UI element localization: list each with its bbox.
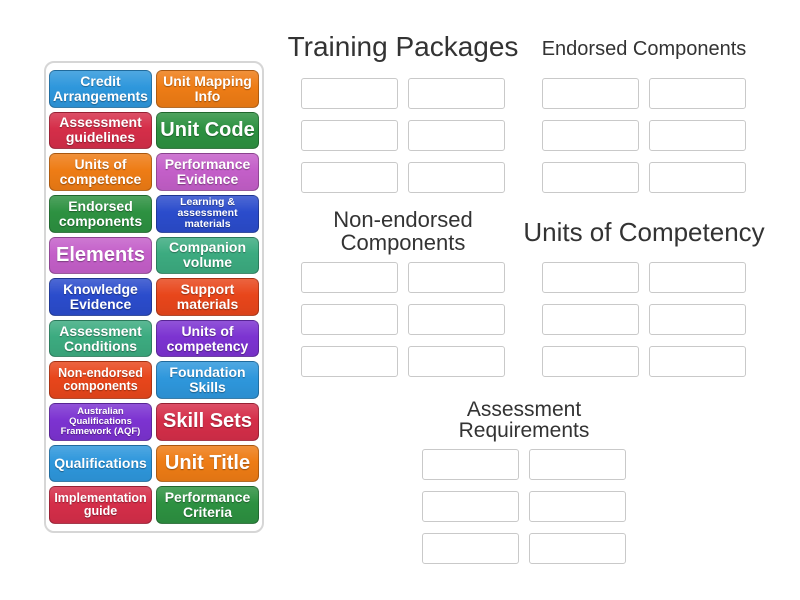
tile-unit-mapping-info[interactable]: Unit Mapping Info bbox=[156, 70, 259, 108]
group-title-non-endorsed-components: Non-endorsed Components bbox=[333, 207, 473, 255]
tile-label: Non-endorsed components bbox=[58, 365, 143, 394]
group-title-assessment-requirements: Assessment Requirements bbox=[458, 398, 590, 442]
group-units-of-competency: Units of Competency bbox=[523, 217, 765, 377]
drop-slot[interactable] bbox=[649, 346, 746, 377]
group-title-endorsed-components: Endorsed Components bbox=[541, 38, 747, 60]
tile-label: Foundation Skills bbox=[169, 364, 246, 396]
tile-support-materials[interactable]: Support materials bbox=[156, 278, 259, 316]
drop-slot[interactable] bbox=[408, 120, 505, 151]
drop-slot[interactable] bbox=[422, 449, 519, 480]
tile-unit-title[interactable]: Unit Title bbox=[156, 444, 259, 483]
drop-slot[interactable] bbox=[542, 346, 639, 377]
drop-slot[interactable] bbox=[542, 78, 639, 109]
tile-label: Units of competence bbox=[59, 155, 142, 188]
tile-assessment-guidelines[interactable]: Assessment guidelines bbox=[49, 111, 152, 150]
tile-label: Endorsed components bbox=[58, 197, 143, 229]
drop-slot[interactable] bbox=[529, 449, 626, 480]
word-bank-panel: Credit Arrangements Unit Mapping Info As… bbox=[44, 61, 264, 533]
group-assessment-requirements: Assessment Requirements bbox=[422, 399, 626, 564]
tile-label: Australian Qualifications Framework (AQF… bbox=[60, 405, 141, 438]
tile-label: Unit Mapping Info bbox=[163, 72, 252, 104]
drop-slot[interactable] bbox=[301, 120, 398, 151]
tile-label: Unit Code bbox=[160, 118, 255, 141]
tile-label: Implementation guide bbox=[54, 490, 147, 519]
group-non-endorsed-components: Non-endorsed Components bbox=[301, 208, 505, 377]
drop-slot[interactable] bbox=[542, 120, 639, 151]
drop-slot[interactable] bbox=[649, 304, 746, 335]
tile-label: Assessment guidelines bbox=[59, 114, 142, 146]
tile-units-of-competence[interactable]: Units of competence bbox=[49, 153, 152, 191]
tile-companion-volume[interactable]: Companion volume bbox=[156, 236, 259, 275]
tile-label: Learning & assessment materials bbox=[177, 195, 238, 231]
slot-grid bbox=[542, 262, 746, 377]
tile-label: Companion volume bbox=[169, 239, 246, 271]
group-endorsed-components: Endorsed Components bbox=[542, 38, 746, 193]
tile-skill-sets[interactable]: Skill Sets bbox=[156, 403, 259, 441]
group-title-units-of-competency: Units of Competency bbox=[523, 217, 765, 247]
drop-slot[interactable] bbox=[408, 346, 505, 377]
drop-slot[interactable] bbox=[422, 533, 519, 564]
tile-label: Qualifications bbox=[54, 454, 147, 471]
drop-slot[interactable] bbox=[529, 491, 626, 522]
tile-units-of-competency[interactable]: Units of competency bbox=[156, 319, 259, 358]
tile-endorsed-components[interactable]: Endorsed components bbox=[49, 194, 152, 233]
drop-slot[interactable] bbox=[408, 78, 505, 109]
tile-credit-arrangements[interactable]: Credit Arrangements bbox=[49, 70, 152, 108]
tile-australian-qualifications-framework-aqf[interactable]: Australian Qualifications Framework (AQF… bbox=[49, 403, 152, 441]
tile-elements[interactable]: Elements bbox=[49, 236, 152, 275]
group-title-training-packages: Training Packages bbox=[287, 31, 519, 62]
tile-label: Skill Sets bbox=[163, 410, 252, 433]
slot-grid bbox=[301, 262, 505, 377]
drop-slot[interactable] bbox=[301, 304, 398, 335]
tile-foundation-skills[interactable]: Foundation Skills bbox=[156, 361, 259, 400]
drop-slot[interactable] bbox=[301, 78, 398, 109]
tile-qualifications[interactable]: Qualifications bbox=[49, 444, 152, 483]
drop-slot[interactable] bbox=[542, 162, 639, 193]
drop-slot[interactable] bbox=[649, 262, 746, 293]
tile-label: Performance Evidence bbox=[164, 155, 251, 188]
tile-performance-evidence[interactable]: Performance Evidence bbox=[156, 153, 259, 191]
drop-slot[interactable] bbox=[301, 346, 398, 377]
tile-non-endorsed-components[interactable]: Non-endorsed components bbox=[49, 361, 152, 400]
drop-slot[interactable] bbox=[649, 120, 746, 151]
tile-label: Knowledge Evidence bbox=[63, 280, 138, 312]
drop-slot[interactable] bbox=[649, 78, 746, 109]
drop-slot[interactable] bbox=[408, 304, 505, 335]
tile-performance-criteria[interactable]: Performance Criteria bbox=[156, 486, 259, 524]
tile-label: Performance Criteria bbox=[164, 489, 251, 521]
tile-label: Credit Arrangements bbox=[53, 72, 148, 104]
tile-knowledge-evidence[interactable]: Knowledge Evidence bbox=[49, 278, 152, 316]
tile-assessment-conditions[interactable]: Assessment Conditions bbox=[49, 319, 152, 358]
drop-slot[interactable] bbox=[301, 262, 398, 293]
drop-slot[interactable] bbox=[542, 262, 639, 293]
tile-label: Unit Title bbox=[164, 451, 251, 474]
tile-unit-code[interactable]: Unit Code bbox=[156, 111, 259, 150]
tile-label: Elements bbox=[56, 243, 145, 266]
tile-label: Support materials bbox=[176, 280, 239, 312]
tile-implementation-guide[interactable]: Implementation guide bbox=[49, 486, 152, 524]
tile-label: Assessment Conditions bbox=[59, 322, 142, 354]
drop-slot[interactable] bbox=[408, 162, 505, 193]
drop-slot[interactable] bbox=[529, 533, 626, 564]
drop-slot[interactable] bbox=[408, 262, 505, 293]
slot-grid bbox=[542, 78, 746, 193]
group-training-packages: Training Packages bbox=[288, 32, 518, 193]
drop-slot[interactable] bbox=[422, 491, 519, 522]
slot-grid bbox=[422, 449, 626, 564]
drop-slot[interactable] bbox=[301, 162, 398, 193]
tile-label: Units of competency bbox=[166, 322, 249, 354]
drop-slot[interactable] bbox=[542, 304, 639, 335]
drop-slot[interactable] bbox=[649, 162, 746, 193]
tile-learning-assessment-materials[interactable]: Learning & assessment materials bbox=[156, 194, 259, 233]
slot-grid bbox=[301, 78, 505, 193]
